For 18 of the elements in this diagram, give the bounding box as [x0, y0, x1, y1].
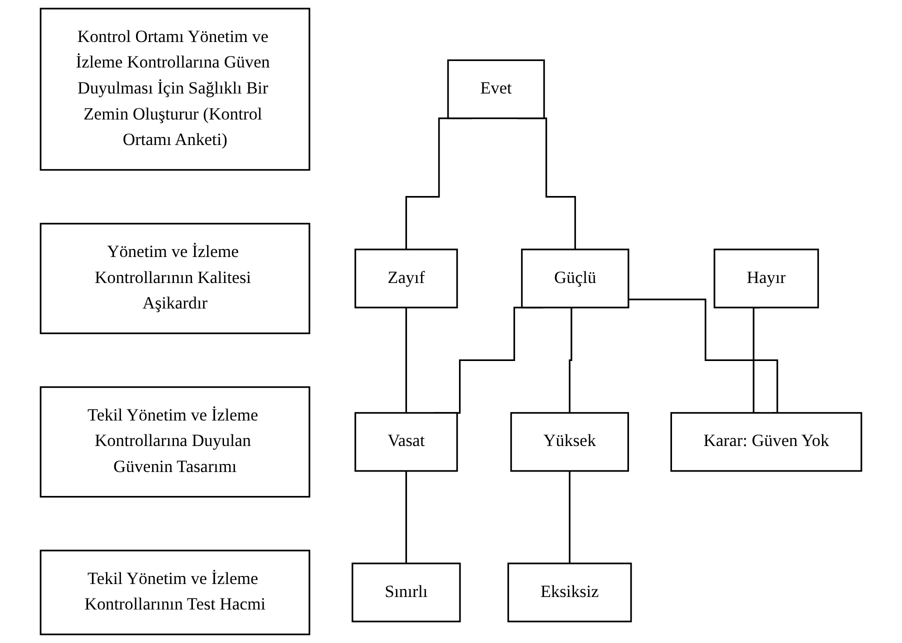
node-box: Yüksek — [510, 412, 629, 472]
node-box: Yönetim ve İzleme Kontrollarının Kalitesi Aşikardır — [40, 222, 310, 334]
node-box: Eksiksiz — [507, 562, 632, 622]
connector — [405, 470, 408, 564]
connector — [568, 470, 570, 564]
node-box: Tekil Yönetim ve İzleme Kontrollarına Duyulan Güvenin Tasarımı — [40, 386, 310, 498]
node-box: Evet — [447, 59, 545, 120]
node-box: Hayır — [714, 248, 819, 308]
node-box: Zayıf — [354, 248, 458, 308]
node-box: Sınırlı — [352, 562, 461, 622]
node-box: Tekil Yönetim ve İzleme Kontrollarının Test Hacmi — [40, 550, 310, 636]
node-box: Vasat — [354, 412, 458, 472]
node-box: Kontrol Ortamı Yönetim ve İzleme Kontrollarına Güven Duyulması İçin Sağlıklı Bir Zemin Oluşturur (Kontrol Ortamı Anketi) — [40, 8, 310, 171]
node-box: Karar: Güven Yok — [670, 412, 862, 472]
connector — [405, 306, 408, 414]
connector — [568, 306, 574, 414]
connector — [628, 298, 778, 414]
node-box: Güçlü — [521, 248, 630, 308]
